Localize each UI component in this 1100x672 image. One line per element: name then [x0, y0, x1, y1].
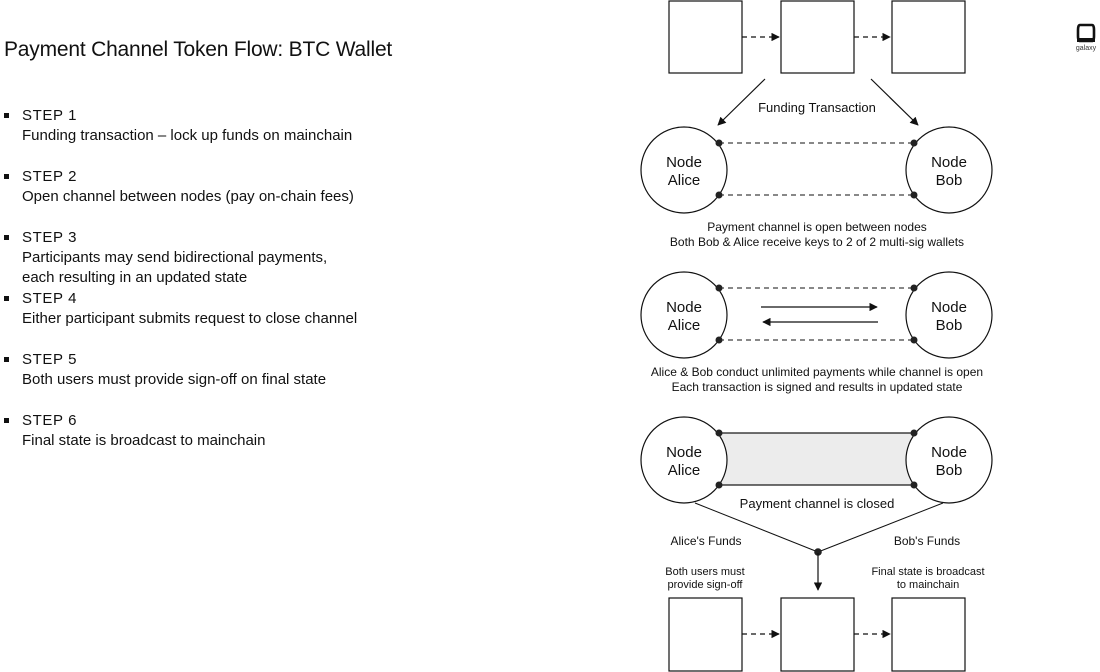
bullet-icon: [4, 235, 9, 240]
key-dot: [910, 284, 918, 292]
block: [780, 597, 855, 672]
mainchain-top: [668, 0, 966, 74]
node-bob: [905, 126, 993, 214]
bullet-icon: [4, 296, 9, 301]
funding-arrow-bob: [870, 78, 919, 126]
stage-channel-open: Node Alice Node Bob Payment channel is o…: [640, 126, 993, 249]
broadcast-note: Final state is broadcast: [871, 566, 984, 578]
node-bob-label: Bob: [936, 462, 963, 479]
step-label: STEP 2: [22, 168, 78, 185]
node-alice-label: Node: [666, 154, 702, 171]
block: [668, 597, 743, 672]
step-label: STEP 5: [22, 351, 78, 368]
step-description: Funding transaction – lock up funds on m…: [22, 127, 353, 144]
node-bob-label: Bob: [936, 172, 963, 189]
node-bob-label: Node: [931, 444, 967, 461]
node-alice-label: Alice: [668, 317, 701, 334]
step-item: STEP 1 Funding transaction – lock up fun…: [4, 106, 357, 167]
stage-channel-closed: Node Alice Node Bob Payment channel is c…: [640, 416, 993, 511]
node-bob: [905, 416, 993, 504]
block: [891, 597, 966, 672]
node-alice-label: Alice: [668, 172, 701, 189]
steps-list: STEP 1 Funding transaction – lock up fun…: [4, 106, 357, 472]
step-item: STEP 5 Both users must provide sign-off …: [4, 350, 357, 411]
mainchain-bottom: [668, 597, 966, 672]
block: [780, 0, 855, 74]
node-alice: [640, 126, 728, 214]
node-alice-label: Node: [666, 444, 702, 461]
signoff-note: Both users must: [665, 566, 744, 578]
stage-caption: Payment channel is open between nodes: [707, 220, 927, 234]
key-dot: [910, 139, 918, 147]
step-label: STEP 1: [22, 107, 78, 124]
key-dot: [910, 429, 918, 437]
node-alice: [640, 416, 728, 504]
logo-text: galaxy: [1075, 45, 1097, 52]
closed-channel-fill: [718, 432, 915, 486]
step-item: STEP 3 Participants may send bidirection…: [4, 228, 357, 289]
step-label: STEP 3: [22, 229, 78, 246]
stage-caption: Each transaction is signed and results i…: [672, 380, 963, 394]
merge-dot: [814, 548, 822, 556]
step-label: STEP 6: [22, 412, 78, 429]
key-dot: [715, 336, 723, 344]
node-alice-label: Node: [666, 299, 702, 316]
node-bob: [905, 271, 993, 359]
key-dot: [715, 429, 723, 437]
key-dot: [910, 481, 918, 489]
key-dot: [715, 191, 723, 199]
broadcast-note: to mainchain: [897, 579, 959, 591]
step-label: STEP 4: [22, 290, 78, 307]
key-dot: [910, 191, 918, 199]
block: [891, 0, 966, 74]
block: [668, 0, 743, 74]
funding-arrow-alice: [717, 78, 766, 126]
node-alice-label: Alice: [668, 462, 701, 479]
bob-funds-line: [817, 502, 944, 553]
stage-caption: Payment channel is closed: [740, 496, 895, 511]
step-item: STEP 6 Final state is broadcast to mainc…: [4, 411, 357, 472]
step-description: Final state is broadcast to mainchain: [22, 432, 266, 449]
page-title: Payment Channel Token Flow: BTC Wallet: [4, 38, 393, 61]
alice-funds-line: [694, 502, 819, 553]
galaxy-logo: galaxy: [1070, 22, 1100, 52]
step-description: Both users must provide sign-off on fina…: [22, 371, 327, 388]
alice-funds-label: Alice's Funds: [671, 534, 742, 548]
step-description: each resulting in an updated state: [22, 269, 248, 286]
funding-label: Funding Transaction: [758, 100, 876, 115]
node-bob-label: Node: [931, 154, 967, 171]
node-alice: [640, 271, 728, 359]
stage-payments: Node Alice Node Bob Alice & Bob conduct …: [640, 271, 993, 394]
node-bob-label: Node: [931, 299, 967, 316]
bullet-icon: [4, 357, 9, 362]
step-item: STEP 2 Open channel between nodes (pay o…: [4, 167, 357, 228]
bullet-icon: [4, 113, 9, 118]
step-description: Participants may send bidirectional paym…: [22, 249, 328, 266]
step-item: STEP 4 Either participant submits reques…: [4, 289, 357, 350]
key-dot: [715, 481, 723, 489]
node-bob-label: Bob: [936, 317, 963, 334]
stage-caption: Both Bob & Alice receive keys to 2 of 2 …: [670, 235, 964, 249]
key-dot: [910, 336, 918, 344]
bullet-icon: [4, 418, 9, 423]
bullet-icon: [4, 174, 9, 179]
bob-funds-label: Bob's Funds: [894, 534, 960, 548]
stage-caption: Alice & Bob conduct unlimited payments w…: [651, 365, 983, 379]
step-description: Either participant submits request to cl…: [22, 310, 358, 327]
step-description: Open channel between nodes (pay on-chain…: [22, 188, 354, 205]
galaxy-logo-icon: [1076, 23, 1096, 43]
key-dot: [715, 139, 723, 147]
key-dot: [715, 284, 723, 292]
signoff-note: provide sign-off: [667, 579, 743, 591]
